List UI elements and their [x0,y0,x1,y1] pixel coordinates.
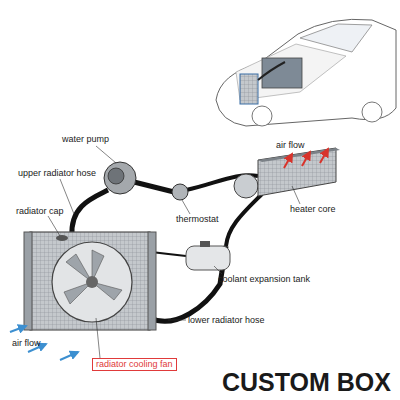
part-label: radiator cap [16,206,64,217]
fan-blades [64,250,122,304]
heater-core-top [258,148,340,162]
part-label: upper radiator hose [18,168,96,179]
airflow-arrow [10,326,26,332]
car-wheel [252,106,272,126]
blower [234,174,258,198]
part-label: lower radiator hose [188,315,265,326]
radiator-tank [148,232,156,330]
thermostat-housing [172,184,188,200]
part-label: coolant expansion tank [218,274,310,285]
airflow-arrow [60,352,78,360]
car-body [216,19,396,126]
fan-hub [86,276,98,288]
leader-line [182,200,190,214]
callout-text: radiator cooling fan [96,359,173,370]
leader-line [292,186,300,204]
leader-line [48,216,60,236]
car-hose [258,62,285,80]
leader-line [168,320,186,321]
pump-hose [134,182,174,192]
pump-pulley [108,168,124,184]
radiator-core [30,232,150,330]
airflow-arrow [302,152,310,166]
car-wheel [362,102,382,122]
part-label: heater core [290,204,336,215]
radiator-cap [56,235,68,241]
leader-line [96,318,100,358]
brand-logo: CUSTOM BOX [222,368,391,396]
leader-line [214,266,222,274]
leader-line [96,146,116,163]
part-label: thermostat [176,214,219,225]
callout-box: radiator cooling fan [92,358,177,371]
part-label: water pump [62,134,109,145]
expansion-tank [186,246,230,270]
upper-hose [72,190,108,236]
part-label: air flow [276,140,305,151]
airflow-arrow [320,149,328,163]
fan-shroud [52,242,132,322]
water-pump [104,162,136,194]
airflow-arrow [284,154,292,168]
tank-cap [200,241,210,247]
heater-return-hose [226,194,262,246]
car-radiator [240,74,258,104]
radiator-tank [24,232,32,330]
part-label: air flow [12,338,41,349]
